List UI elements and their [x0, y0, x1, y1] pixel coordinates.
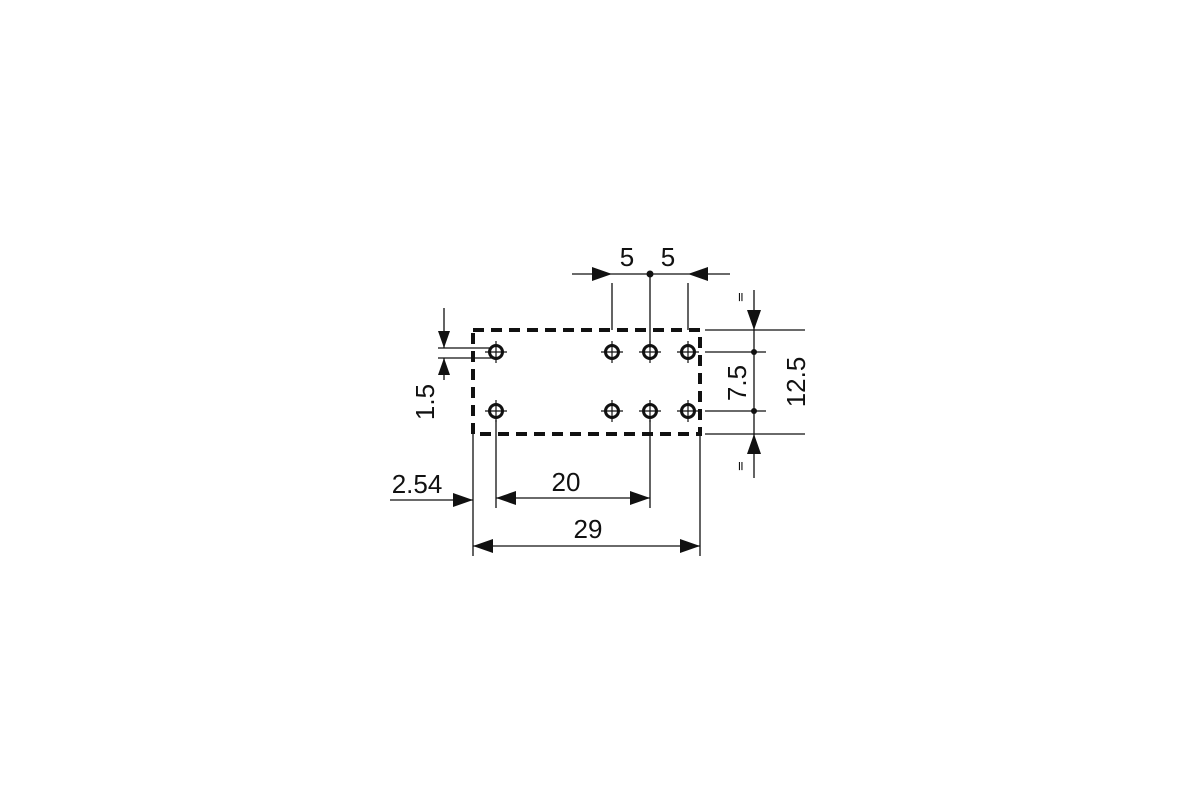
pin-bottom-3	[639, 400, 661, 422]
width-dimensions: 7.5 12.5 = =	[705, 290, 811, 478]
pin-top-4	[677, 341, 699, 363]
overall-width-label: 12.5	[781, 357, 811, 408]
pin-bottom-4	[677, 400, 699, 422]
pin-top-2	[601, 341, 623, 363]
overall-length-label: 29	[574, 514, 603, 544]
pin-top-1	[485, 341, 507, 363]
row-spacing-label: 7.5	[722, 365, 752, 401]
pin-bottom-1	[485, 400, 507, 422]
pin-group	[485, 341, 699, 422]
equal-mark-bottom: =	[734, 461, 749, 472]
edge-offset-label: 2.54	[392, 469, 443, 499]
pin-span-label: 20	[552, 467, 581, 497]
pitch-dimension: 5 5	[572, 242, 730, 348]
equal-mark-top: =	[734, 292, 749, 303]
relay-outline	[471, 328, 702, 436]
pitch-right-label: 5	[661, 242, 675, 272]
pin-offset-dimension: 1.5	[410, 308, 492, 420]
pitch-left-label: 5	[620, 242, 634, 272]
pin-bottom-2	[601, 400, 623, 422]
length-dimensions: 2.54 20 29	[390, 420, 701, 556]
pin-offset-label: 1.5	[410, 384, 440, 420]
